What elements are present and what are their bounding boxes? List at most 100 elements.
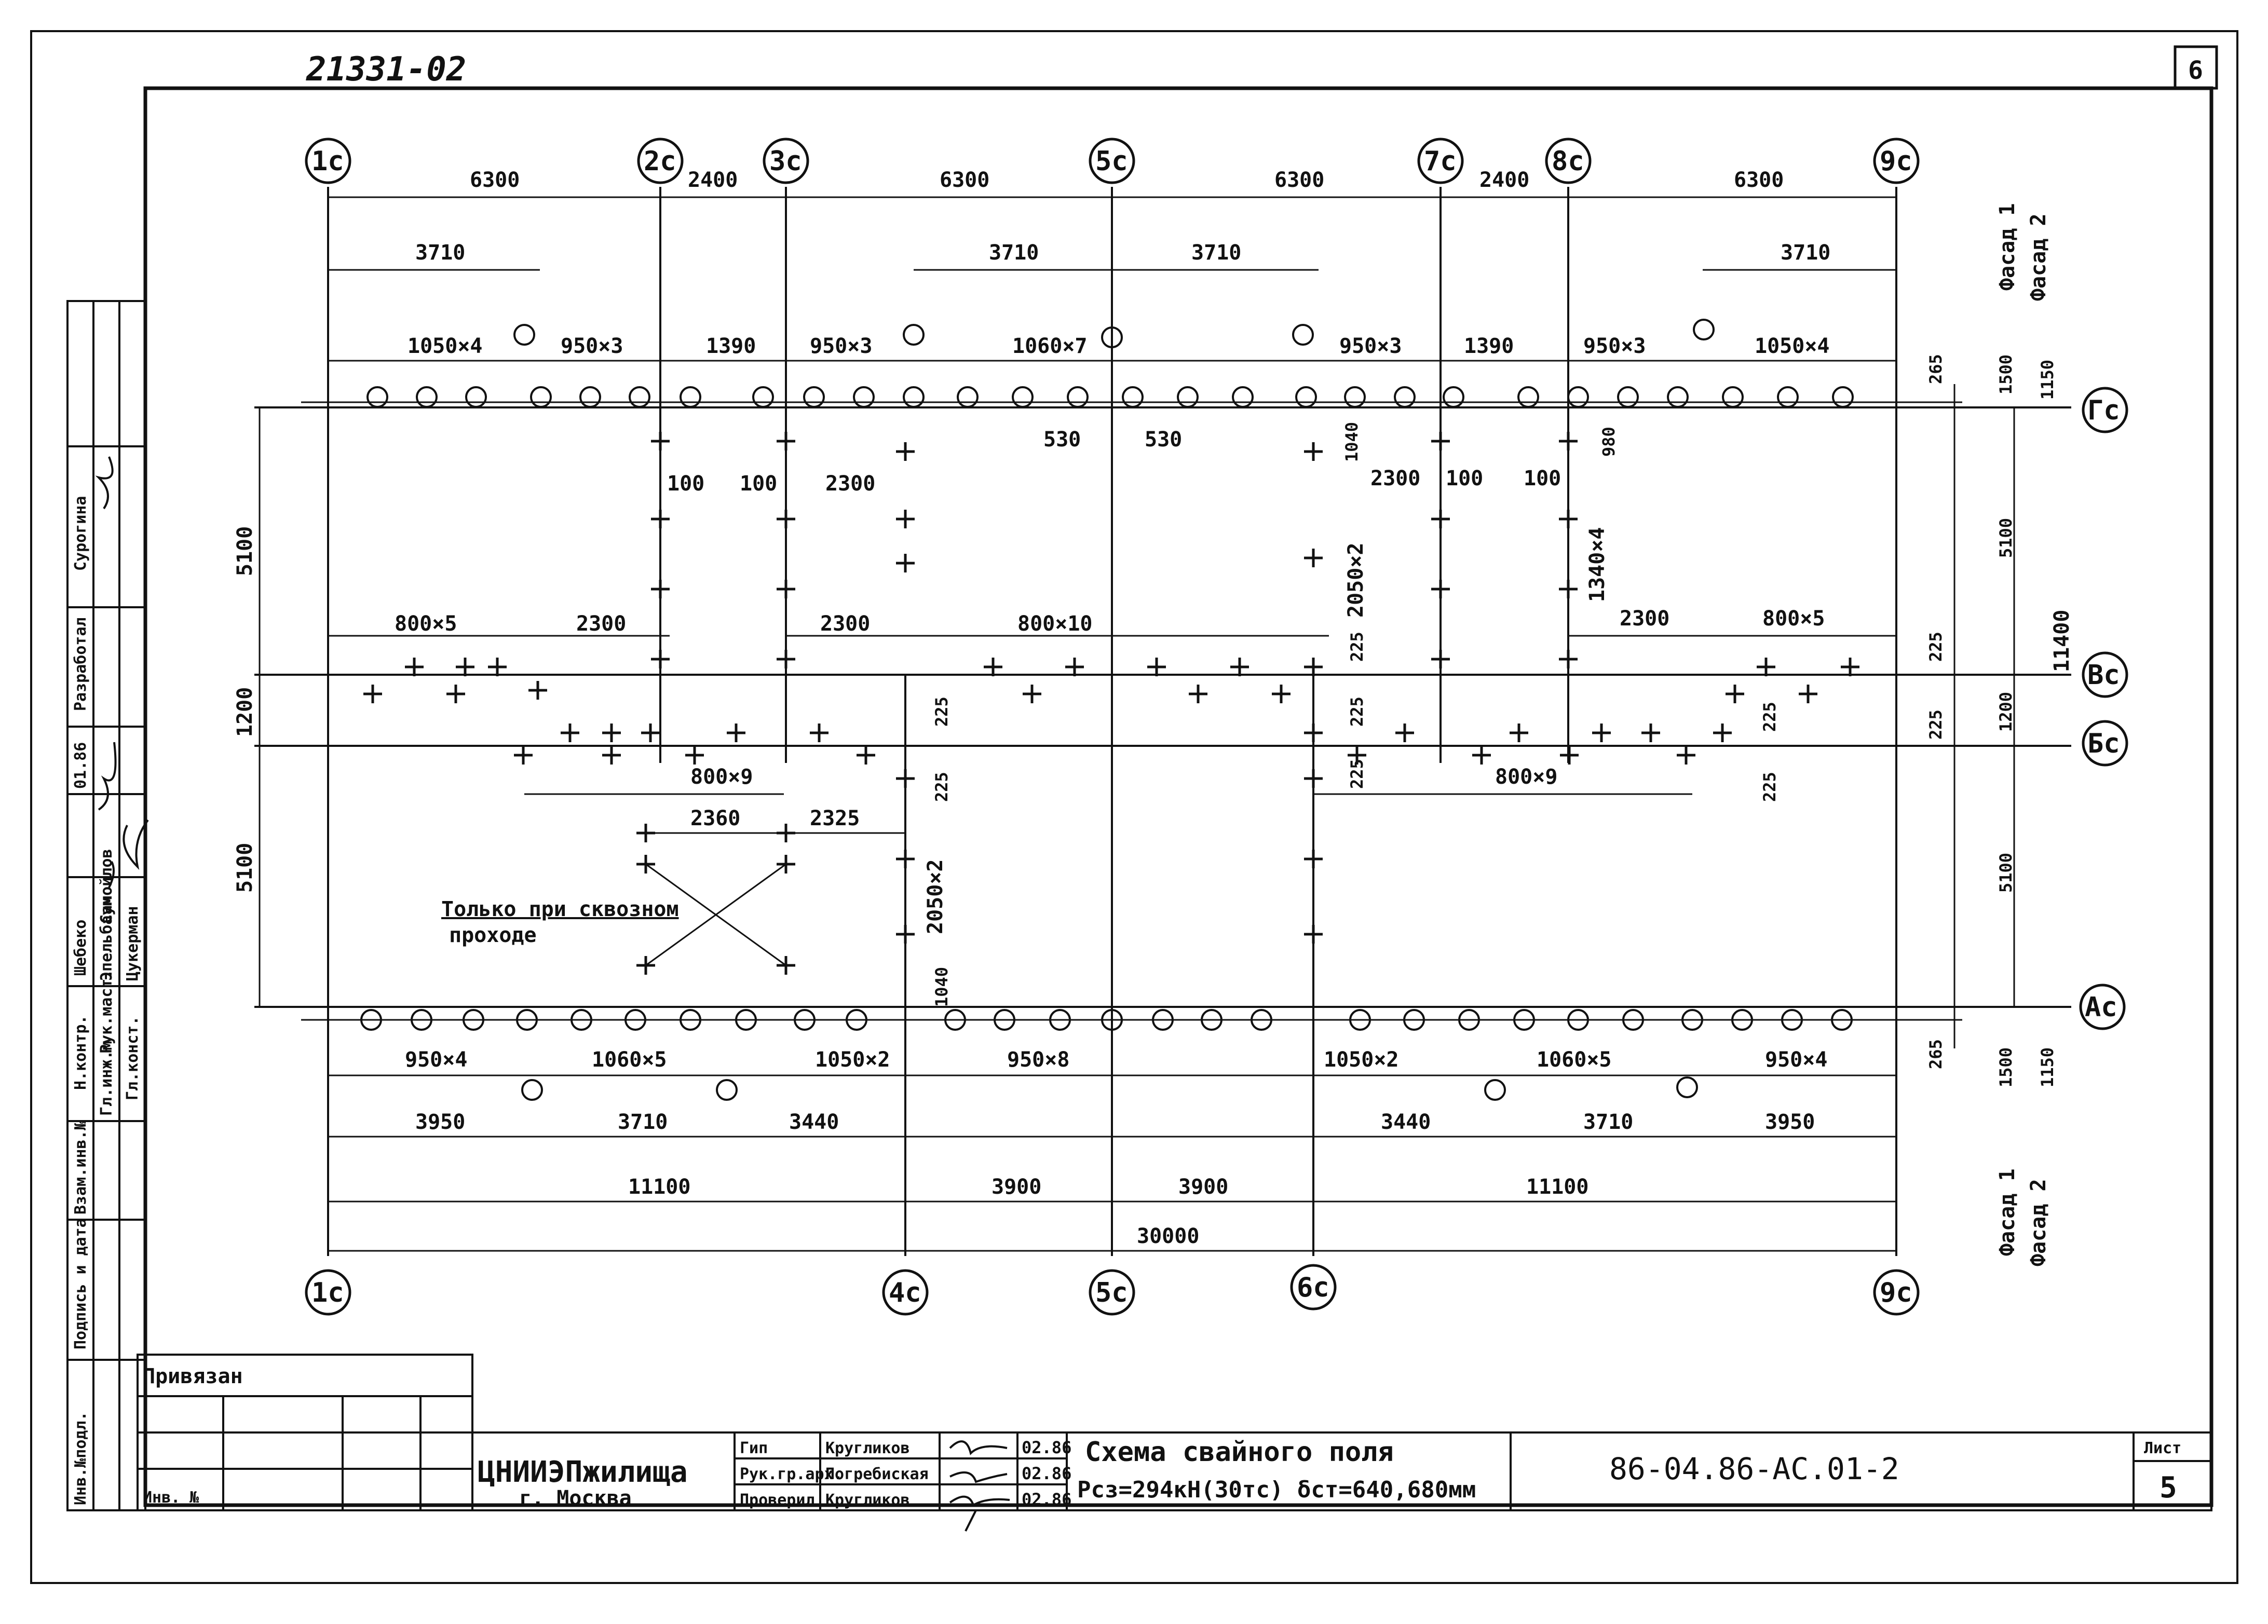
dim-left: 5100 (233, 526, 257, 576)
dim-inner: 800×5 (395, 612, 457, 636)
dim-right: 1200 (1996, 692, 2016, 732)
dim-top-row3: 1390 (706, 334, 756, 358)
axis-bubbles-right (2079, 387, 2128, 1030)
dim-top-row1: 6300 (1274, 168, 1324, 192)
piles-circle-row-bottom (360, 1009, 1853, 1101)
dim-bottom-row3: 11100 (628, 1175, 690, 1199)
title-name: Кругликов (825, 1439, 910, 1457)
left-stamp-name: Эпельбаум (98, 896, 116, 981)
title-role: Проверил (740, 1491, 815, 1509)
doc-code-top: 21331-02 (306, 50, 466, 89)
axis-bubbles-top (305, 138, 1920, 184)
axis-bubbles-bottom (305, 1264, 1920, 1316)
axis-label-bottom: 4с (889, 1277, 921, 1308)
dim-inner: 2300 (1620, 607, 1669, 631)
title-block (471, 1431, 2212, 1511)
dim-inner: 1340×4 (1585, 527, 1609, 603)
dim-top-row2: 3710 (1781, 241, 1830, 265)
dim-top-row3: 950×3 (1583, 334, 1646, 358)
dim-top-row3: 1050×4 (408, 334, 483, 358)
axis-label-top: 9с (1880, 146, 1912, 177)
title-date: 02.86 (1022, 1490, 1071, 1509)
dim-inner: 800×5 (1762, 607, 1825, 631)
dim-bottom-row2: 3710 (1583, 1110, 1633, 1134)
dim-top-row3: 950×3 (1339, 334, 1402, 358)
left-stamp-date: 01.86 (72, 742, 90, 789)
dim-bottom-row1: 1050×2 (1324, 1048, 1399, 1072)
axis-label-top: 1с (311, 146, 344, 177)
facade-label-bottom: Фасад 1 (1995, 1168, 2019, 1256)
dim-inner: 800×9 (690, 765, 753, 789)
dim-bottom-row2: 3950 (1765, 1110, 1815, 1134)
dim-top-row3: 1060×7 (1012, 334, 1088, 358)
dim-top-row3: 950×3 (561, 334, 623, 358)
title-role: Рук.гр.арх. (740, 1465, 843, 1483)
left-stamp-name: Цукерман (124, 906, 142, 981)
left-stamp-role: Гл.инж.м (98, 1041, 116, 1116)
dim-right: 225 (1926, 632, 1946, 662)
sheet-label: Лист (2144, 1439, 2181, 1457)
dim-bottom-row3: 11100 (1526, 1175, 1588, 1199)
title-role: Гип (740, 1439, 768, 1457)
dim-bottom-row2: 3440 (789, 1110, 839, 1134)
left-stamp-role: Гл.конст. (124, 1016, 142, 1100)
dim-inner: 2325 (810, 807, 860, 830)
dim-top-row3: 1390 (1464, 334, 1514, 358)
left-stamp-col: Инв.№подл. (72, 1411, 90, 1505)
dim-top-row1: 2400 (688, 168, 738, 192)
left-stamp-role: Рук.маст. (98, 969, 116, 1054)
axis-label-top: 7с (1424, 146, 1457, 177)
dim-inner: 800×9 (1495, 765, 1557, 789)
dim-bottom-row2: 3950 (415, 1110, 465, 1134)
dim-bottom-row1: 1050×2 (815, 1048, 890, 1072)
dim-inner: 2050×2 (1344, 543, 1368, 618)
dim-top-row1: 6300 (470, 168, 520, 192)
dim-bottom-row1: 950×8 (1007, 1048, 1069, 1072)
dim-inner: 2300 (820, 612, 870, 636)
title-date: 02.86 (1022, 1438, 1071, 1457)
axis-label-top: 8с (1552, 146, 1584, 177)
drawing-code: 86-04.86-АС.01-2 (1609, 1451, 1899, 1486)
dim-right: 1500 (1996, 1047, 2016, 1087)
axis-label-top: 5с (1095, 146, 1128, 177)
note-line1: Только при сквозном (441, 897, 679, 921)
dim-top-row2: 3710 (989, 241, 1039, 265)
dim-inner: 1040 (1342, 422, 1362, 462)
title-city: г. Москва (519, 1486, 632, 1510)
dim-bottom-row3: 3900 (992, 1175, 1041, 1199)
dim-left: 5100 (233, 843, 257, 893)
through-passage-cross (645, 863, 786, 966)
dim-inner: 225 (1347, 632, 1367, 662)
dim-bottom-row1: 1060×5 (592, 1048, 667, 1072)
dim-bottom-row2: 3440 (1381, 1110, 1431, 1134)
dim-inner: 1040 (932, 967, 952, 1007)
axis-label-right: Вс (2087, 660, 2120, 691)
title-name: Погребиская (825, 1465, 929, 1483)
dim-top-row3: 950×3 (810, 334, 872, 358)
left-stamp (66, 300, 146, 1511)
drawing-title: Схема свайного поля (1085, 1437, 1394, 1468)
dim-inner: 225 (932, 697, 952, 727)
page-number-top: 6 (2188, 56, 2203, 85)
dim-right: 5100 (1996, 853, 2016, 893)
dim-inner: 2300 (1370, 467, 1420, 490)
dim-inner: 100 (1446, 467, 1483, 490)
signature-marks-title (949, 1440, 1010, 1532)
axis-lines (254, 187, 2071, 1256)
axis-label-top: 2с (644, 146, 676, 177)
dim-inner: 100 (1524, 467, 1561, 490)
title-date: 02.86 (1022, 1464, 1071, 1483)
dim-inner: 2360 (690, 807, 740, 830)
dim-bottom-row2: 3710 (618, 1110, 668, 1134)
dim-top-row1: 2400 (1479, 168, 1529, 192)
dim-right: 1500 (1996, 354, 2016, 394)
dimension-lines (259, 196, 2015, 1252)
drawing-subtitle: Рсз=294кН(30тс) δст=640,680мм (1077, 1477, 1476, 1503)
axis-label-top: 3с (769, 146, 802, 177)
dim-bottom-row1: 950×4 (1765, 1048, 1827, 1072)
left-stamp-col: Взам.инв.№ (72, 1120, 90, 1214)
facade-label-top: Фасад 1 (1995, 203, 2019, 291)
dim-bottom-row1: 1060×5 (1537, 1048, 1612, 1072)
dim-inner: 980 (1599, 427, 1619, 457)
